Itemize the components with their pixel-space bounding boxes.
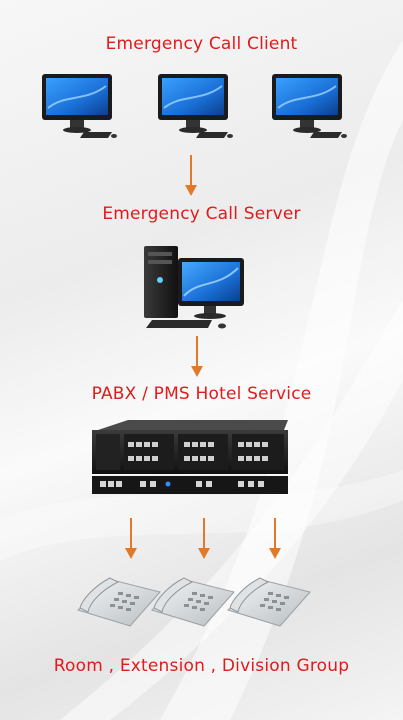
server-label: Emergency Call Server xyxy=(102,204,301,224)
monitor-icon xyxy=(156,72,234,144)
telephone-icon xyxy=(222,570,314,636)
endpoints-label: Room , Extension , Division Group xyxy=(53,656,350,676)
arrow-down-icon xyxy=(198,518,210,559)
arrow-down-icon xyxy=(191,336,203,377)
pabx-label: PABX / PMS Hotel Service xyxy=(91,384,312,404)
client-label: Emergency Call Client xyxy=(105,34,298,54)
telephone-icon xyxy=(146,570,238,636)
arrow-down-icon xyxy=(125,518,137,559)
arrow-down-icon xyxy=(269,518,281,559)
telephone-icon xyxy=(72,570,164,636)
monitor-icon xyxy=(270,72,348,144)
monitor-icon xyxy=(40,72,118,144)
pabx-unit-icon xyxy=(88,418,292,502)
arrow-down-icon xyxy=(185,155,197,196)
server-computer-icon xyxy=(138,240,248,336)
